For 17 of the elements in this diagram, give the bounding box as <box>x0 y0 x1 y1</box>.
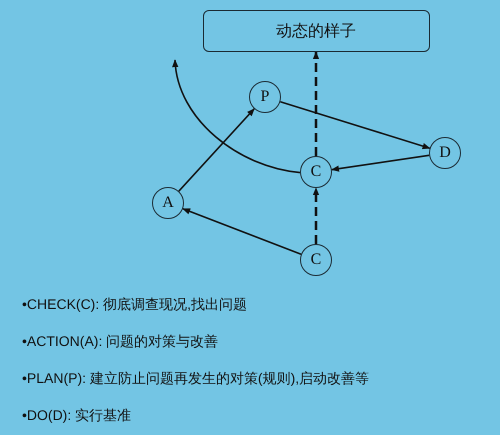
stage-circle: C <box>300 244 332 276</box>
arrow <box>182 208 302 255</box>
stage-circle: D <box>429 137 461 169</box>
definition-text: •DO(D): 实行基准 <box>22 407 132 425</box>
arrow <box>331 154 430 172</box>
definition-text: •PLAN(P): 建立防止问题再发生的对策(规则),启动改善等 <box>22 370 370 388</box>
arrow <box>312 187 320 244</box>
definition-text: •ACTION(A): 问题的对策与改善 <box>22 333 218 351</box>
title-box: 动态的样子 <box>202 10 430 52</box>
arrow <box>280 101 430 150</box>
stage-circle: A <box>152 187 184 219</box>
arrow <box>312 51 320 156</box>
arrow <box>172 59 300 174</box>
stage-circle: P <box>249 81 281 113</box>
definition-text: •CHECK(C): 彻底调查现况,找出问题 <box>22 296 248 314</box>
stage-circle: C <box>300 156 332 188</box>
arrow <box>178 108 255 192</box>
